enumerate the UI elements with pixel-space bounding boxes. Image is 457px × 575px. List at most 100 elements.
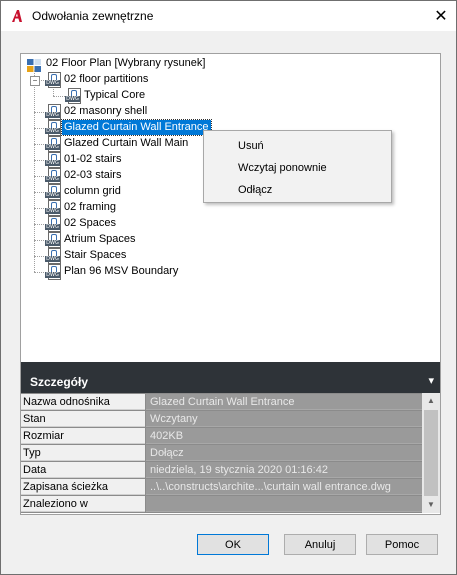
menu-item-detach-remove[interactable]: Usuń [204,135,391,157]
scroll-up-icon[interactable]: ▲ [427,396,435,405]
details-header[interactable]: Szczegóły ▾ [21,371,440,393]
menu-item-label: Odłącz [238,184,273,196]
cancel-button[interactable]: Anuluj [284,534,356,555]
details-key: Nazwa odnośnika [21,394,145,410]
details-key: Data [21,462,145,478]
tree-connector [53,96,65,97]
tree-item-label: 02 masonry shell [64,105,148,117]
menu-item-label: Usuń [238,140,264,152]
details-value[interactable]: ..\..\constructs\archite...\curtain wall… [146,479,422,495]
dwg-file-icon: DWG [45,104,61,120]
dwg-file-icon: DWG [45,136,61,152]
tree-item-label: Stair Spaces [64,249,127,261]
details-key: Typ [21,445,145,461]
details-key: Znaleziono w [21,496,145,512]
details-value[interactable]: 402KB [146,428,422,444]
tree-connector [34,70,35,272]
details-row: Znaleziono w [21,496,422,513]
details-key: Rozmiar [21,428,145,444]
chevron-down-icon[interactable]: ▾ [428,375,434,387]
tree-root[interactable]: 02 Floor Plan [Wybrany rysunek] [21,56,321,72]
dwg-file-icon: DWG [45,152,61,168]
details-value[interactable] [146,496,422,512]
dwg-file-icon: DWG [45,120,61,136]
menu-item-label: Wczytaj ponownie [238,162,327,174]
tree-item-label: Glazed Curtain Wall Entrance [61,119,212,136]
tree-connector [34,208,44,209]
collapse-icon[interactable]: − [30,76,40,86]
window-title: Odwołania zewnętrzne [32,9,154,23]
autocad-icon [9,8,25,24]
dwg-file-icon: DWG [45,216,61,232]
details-splitter[interactable] [21,362,440,371]
tree-item-label: column grid [64,185,121,197]
tree-root-label: 02 Floor Plan [Wybrany rysunek] [46,57,206,69]
tree-item-label: Glazed Curtain Wall Main [64,137,189,149]
tree-connector [34,256,44,257]
tree-item-label: 02 framing [64,201,116,213]
menu-item-unload[interactable]: Odłącz [204,179,391,201]
scroll-down-icon[interactable]: ▼ [427,500,435,509]
tree-connector [34,160,44,161]
close-button[interactable]: ✕ [426,1,456,31]
tree-connector [34,144,44,145]
tree-item-label: Plan 96 MSV Boundary [64,265,179,277]
tree-connector [34,176,44,177]
details-value[interactable]: niedziela, 19 stycznia 2020 01:16:42 [146,462,422,478]
menu-item-reload[interactable]: Wczytaj ponownie [204,157,391,179]
title-bar: Odwołania zewnętrzne ✕ [1,1,456,31]
dwg-file-icon: DWG [45,200,61,216]
details-value[interactable]: Glazed Curtain Wall Entrance [146,394,422,410]
tree-connector [53,86,54,96]
tree-connector [34,112,44,113]
dwg-file-icon: DWG [45,184,61,200]
dwg-file-icon: DWG [45,264,61,280]
tree-item-label: Atrium Spaces [64,233,136,245]
details-value[interactable]: Wczytany [146,411,422,427]
tree-item-label: 02 floor partitions [64,73,149,85]
tree-item-label: Typical Core [84,89,146,101]
details-title: Szczegóły [30,375,89,389]
dwg-file-icon: DWG [45,232,61,248]
details-key: Stan [21,411,145,427]
ok-button[interactable]: OK [197,534,269,555]
tree-connector [34,224,44,225]
details-value[interactable]: Dołącz [146,445,422,461]
drawing-root-icon [27,59,41,72]
tree-connector [34,128,44,129]
tree-connector [34,192,44,193]
dwg-file-icon: DWG [45,248,61,264]
close-icon: ✕ [434,8,448,25]
details-scrollbar[interactable]: ▲ ▼ [422,393,440,513]
details-key: Zapisana ścieżka [21,479,145,495]
scroll-thumb[interactable] [424,410,438,496]
help-button[interactable]: Pomoc [366,534,438,555]
tree-item-label: 02 Spaces [64,217,116,229]
dwg-file-icon: DWG [65,88,81,104]
tree-item-label: 01-02 stairs [64,153,122,165]
tree-item-label: 02-03 stairs [64,169,122,181]
